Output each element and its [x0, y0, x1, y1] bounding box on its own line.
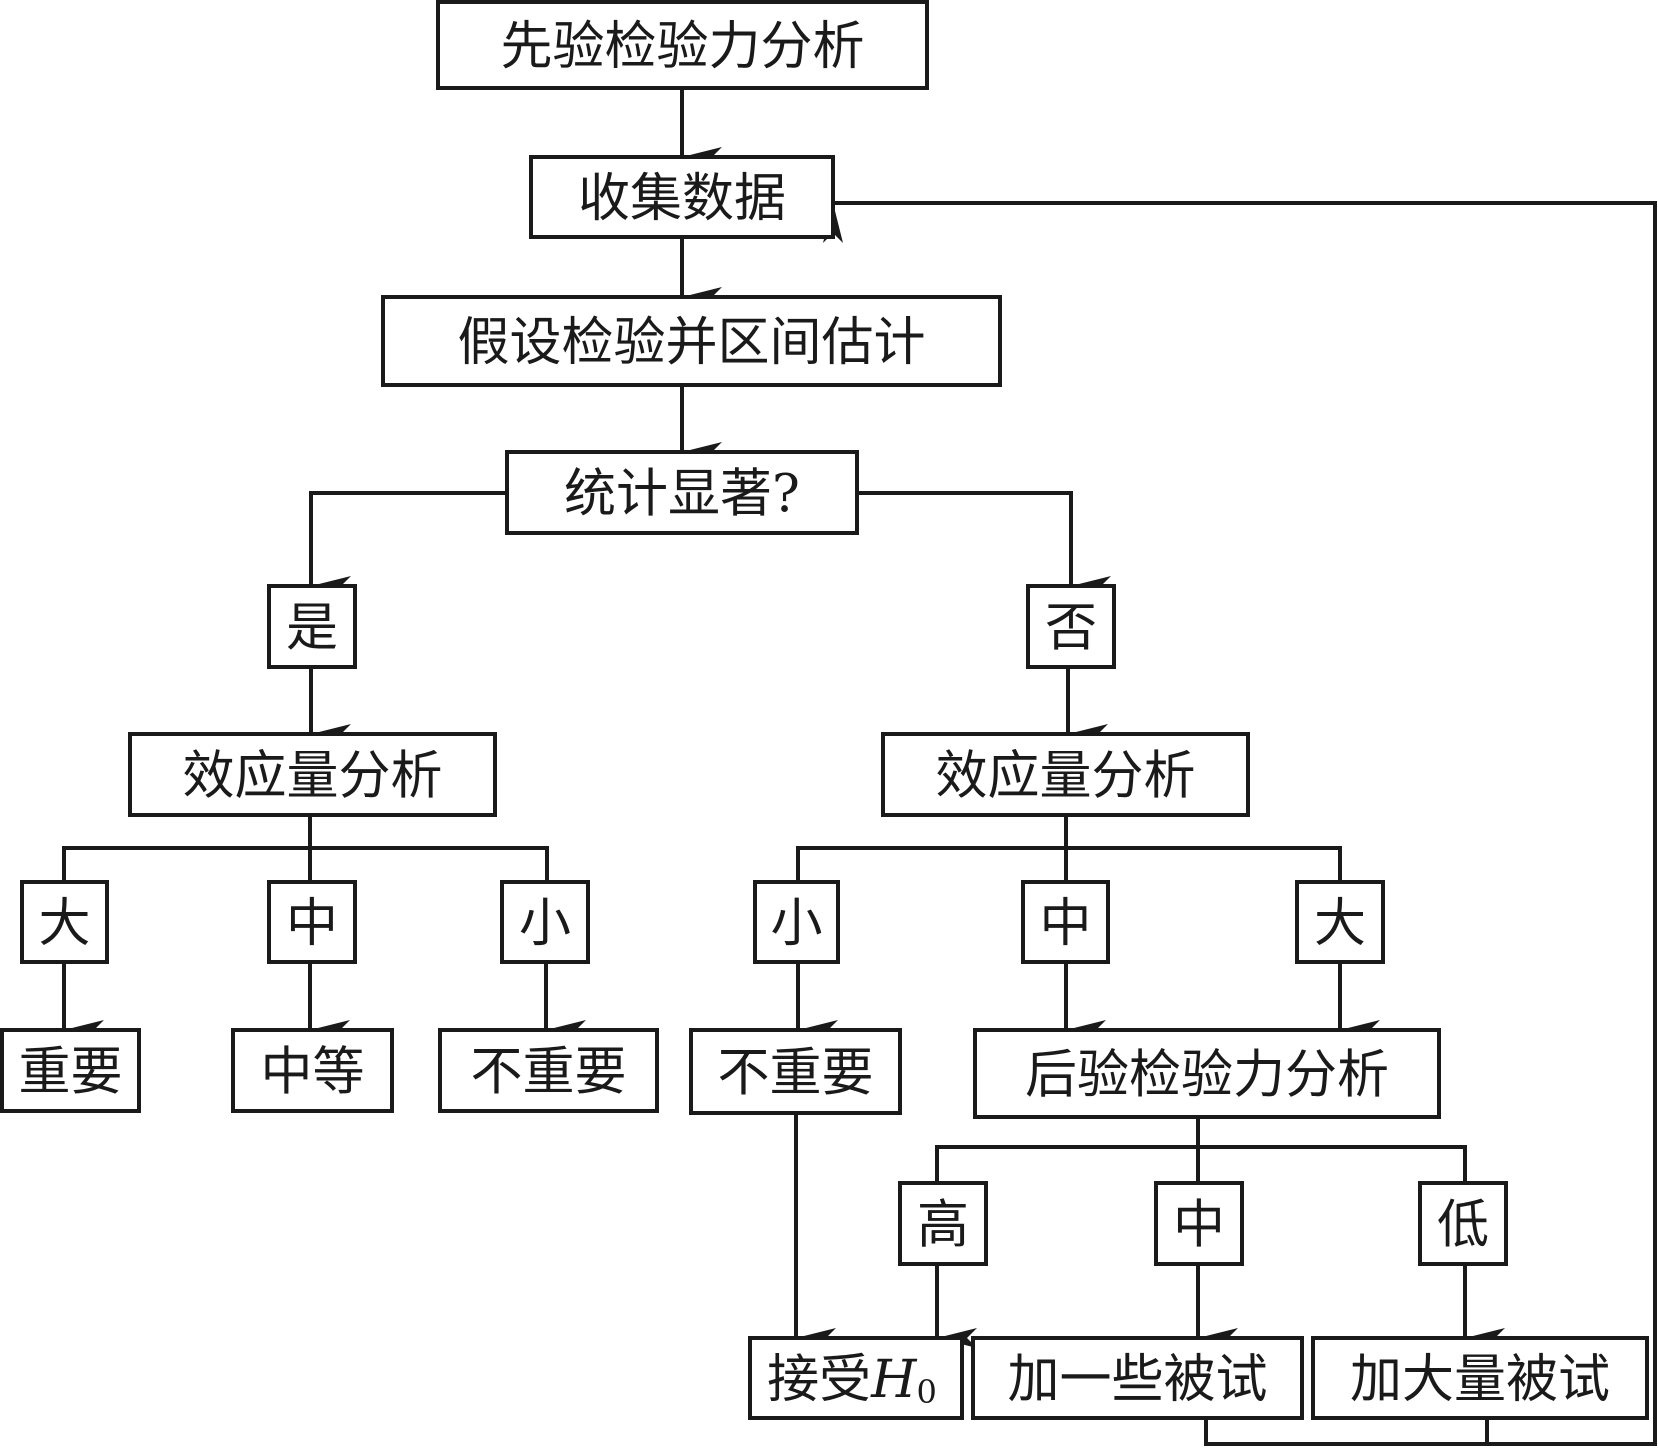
node-box [500, 880, 590, 964]
h-subscript: 0 [917, 1373, 937, 1411]
node-label: 统计显著? [564, 465, 800, 525]
no-medium-effect-node: 中 [1021, 880, 1110, 964]
prior-power-analysis-node: 先验检验力分析 [436, 0, 929, 90]
node-box [128, 732, 497, 817]
node-label: 加大量被试 [1350, 1350, 1610, 1410]
node-label: 收集数据 [578, 169, 786, 229]
node-box [1295, 880, 1385, 964]
node-box [1021, 880, 1110, 964]
edge-effect-no-bar [796, 846, 1342, 884]
important-node: 重要 [0, 1028, 141, 1113]
edge-effect-yes-bar [62, 846, 549, 884]
nodes: 先验检验力分析收集数据假设检验并区间估计统计显著?是否效应量分析效应量分析大中小… [0, 0, 1649, 1420]
node-label: 后验检验力分析 [1025, 1046, 1389, 1106]
node-label: 大 [1314, 894, 1366, 954]
not-important-yes-node: 不重要 [438, 1028, 659, 1113]
node-box [505, 450, 859, 535]
node-box [1154, 1181, 1244, 1266]
no-small-effect-node: 小 [753, 880, 840, 964]
edge-significance-to-yes [309, 491, 509, 596]
node-label: 大 [38, 894, 90, 954]
node-label: 中 [286, 894, 338, 954]
node-label: 效应量分析 [935, 747, 1195, 807]
node-box [1418, 1181, 1508, 1266]
node-box [898, 1181, 988, 1266]
post-hoc-power-analysis-node: 后验检验力分析 [973, 1028, 1441, 1119]
effect-size-analysis-no-node: 效应量分析 [881, 732, 1250, 817]
node-box [381, 295, 1002, 387]
node-box [267, 584, 357, 669]
no-branch-node: 否 [1026, 584, 1116, 669]
significance-decision-node: 统计显著? [505, 450, 859, 535]
node-box [881, 732, 1250, 817]
node-label: 重要 [18, 1043, 122, 1103]
yes-medium-effect-node: 中 [267, 880, 357, 964]
node-label: 高 [917, 1196, 969, 1256]
node-box [748, 1336, 964, 1420]
node-label: 先验检验力分析 [500, 17, 864, 77]
yes-large-effect-node: 大 [20, 880, 109, 964]
node-label: 中 [1173, 1196, 1225, 1256]
node-box [973, 1028, 1441, 1119]
node-box [231, 1028, 394, 1113]
node-label: 假设检验并区间估计 [457, 313, 925, 373]
node-box [753, 880, 840, 964]
accept-label: 接受 [767, 1350, 871, 1410]
hypothesis-test-node: 假设检验并区间估计 [381, 295, 1002, 387]
add-many-participants-node: 加大量被试 [1311, 1336, 1649, 1420]
moderate-node: 中等 [231, 1028, 394, 1113]
node-box [20, 880, 109, 964]
node-label: 效应量分析 [182, 747, 442, 807]
collect-data-node: 收集数据 [529, 155, 835, 239]
node-label: 接受H0 [767, 1350, 937, 1411]
node-label: 低 [1437, 1196, 1489, 1256]
edge-post-power-bar [935, 1145, 1467, 1185]
node-label: 小 [770, 894, 822, 954]
node-box [267, 880, 357, 964]
node-label: 不重要 [470, 1043, 626, 1103]
node-label: 是 [286, 599, 338, 659]
edge-feedback-loop [823, 201, 1657, 1446]
node-label: 加一些被试 [1007, 1350, 1267, 1410]
h-variable: H [870, 1350, 918, 1410]
edge-significance-to-no [855, 491, 1111, 596]
node-label: 中等 [260, 1043, 364, 1103]
effect-size-analysis-yes-node: 效应量分析 [128, 732, 497, 817]
node-box [971, 1336, 1304, 1420]
node-box [1311, 1336, 1649, 1420]
yes-branch-node: 是 [267, 584, 357, 669]
power-high-node: 高 [898, 1181, 988, 1266]
edges [62, 86, 1657, 1446]
not-important-no-node: 不重要 [689, 1028, 902, 1115]
node-box [0, 1028, 141, 1113]
yes-small-effect-node: 小 [500, 880, 590, 964]
power-medium-node: 中 [1154, 1181, 1244, 1266]
node-label: 中 [1039, 894, 1091, 954]
no-large-effect-node: 大 [1295, 880, 1385, 964]
node-label: 否 [1045, 599, 1097, 659]
node-label: 小 [519, 894, 571, 954]
node-box [529, 155, 835, 239]
node-box [438, 1028, 659, 1113]
node-box [436, 0, 929, 90]
node-box [689, 1028, 902, 1115]
node-box [1026, 584, 1116, 669]
add-some-participants-node: 加一些被试 [971, 1336, 1304, 1420]
power-low-node: 低 [1418, 1181, 1508, 1266]
accept-h0-node: 接受H0 [748, 1336, 964, 1420]
node-label: 不重要 [717, 1044, 873, 1104]
